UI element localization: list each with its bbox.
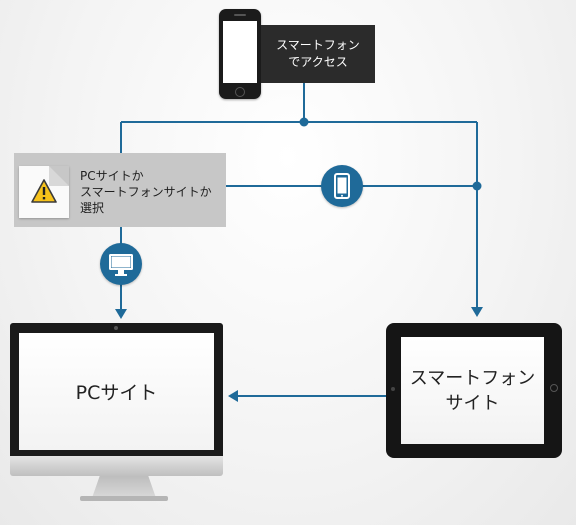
warning-text: PCサイトか スマートフォンサイトか 選択 [80, 169, 212, 215]
junction-dot [472, 181, 482, 191]
monitor-stand [92, 476, 156, 498]
smartphone-circle-icon [321, 165, 363, 207]
arrowhead-tablet [471, 307, 483, 317]
smartphone-icon [219, 9, 261, 99]
monitor-base [80, 496, 168, 501]
pc-site-label: PCサイト [19, 333, 214, 450]
arrowhead-left [228, 390, 238, 402]
monitor-camera [114, 326, 118, 330]
warning-triangle-icon [31, 179, 57, 203]
desktop-circle-icon [100, 243, 142, 285]
junction-dot [299, 117, 309, 127]
warning-document-icon [19, 166, 69, 218]
monitor-chin [10, 456, 223, 476]
smartphone-site-label: スマートフォン サイト [401, 337, 544, 444]
arrowhead-pc [115, 309, 127, 319]
access-label: スマートフォン でアクセス [261, 25, 375, 83]
